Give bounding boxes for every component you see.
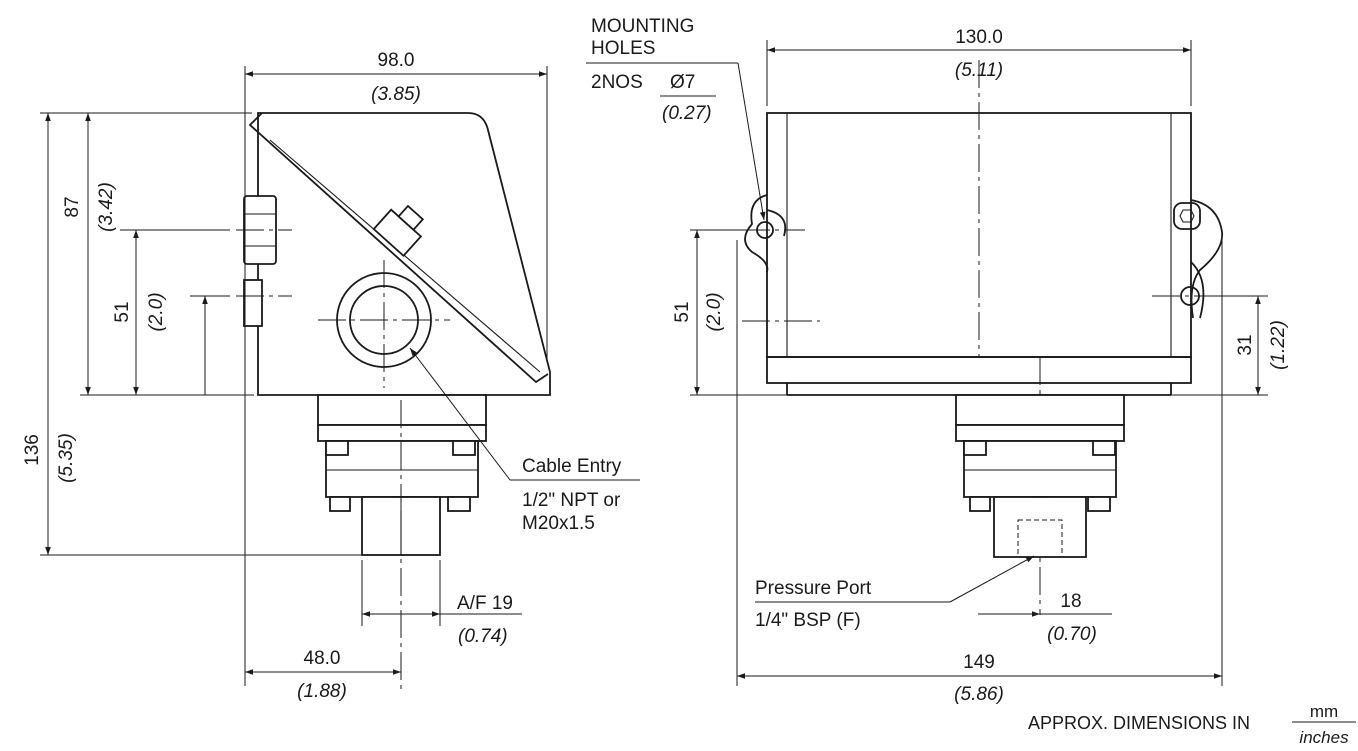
side-view: 98.0 (3.85) 136 (5.35) 87 (3.42) 51 (2.0… — [22, 50, 640, 702]
front-mount-height-mm: 51 — [672, 301, 693, 322]
front-view: MOUNTING HOLES 2NOS Ø7 (0.27) 130.0 (5.1… — [586, 16, 1289, 705]
pressure-port-title: Pressure Port — [755, 578, 872, 599]
side-mount-height-in: (2.0) — [146, 292, 167, 331]
front-width-mm: 130.0 — [955, 27, 1003, 48]
units-note-inches: inches — [1299, 728, 1349, 747]
front-left-ear — [744, 194, 787, 273]
front-hex-port — [993, 496, 1087, 558]
cable-entry-line2: M20x1.5 — [522, 513, 595, 534]
base-width-mm: 149 — [963, 652, 995, 673]
side-af-mm: A/F 19 — [457, 593, 513, 614]
side-housing — [257, 112, 551, 396]
side-flange — [317, 424, 487, 442]
mounting-holes-dia-in: (0.27) — [662, 103, 712, 124]
front-mount-height-in: (2.0) — [704, 292, 725, 331]
units-note-label: APPROX. DIMENSIONS IN — [1028, 713, 1250, 733]
mounting-holes-count: 2NOS — [591, 72, 643, 93]
units-note-mm: mm — [1310, 702, 1338, 721]
side-adapter — [317, 394, 487, 426]
side-width-in: (3.85) — [371, 84, 421, 105]
port-offset-in: (0.70) — [1047, 624, 1097, 645]
side-upper-height-in: (3.42) — [96, 182, 117, 232]
side-total-height-mm: 136 — [22, 434, 43, 466]
side-mount-height-mm: 51 — [112, 301, 133, 322]
front-width-in: (5.11) — [955, 60, 1003, 81]
right-cap-screw — [1173, 202, 1201, 230]
cable-entry-line1: 1/2" NPT or — [522, 490, 621, 511]
front-flange — [955, 424, 1125, 442]
front-diaphragm — [963, 440, 1117, 498]
side-bracket-lower — [243, 279, 263, 327]
mounting-holes-dia-mm: Ø7 — [670, 72, 695, 93]
front-right-height-mm: 31 — [1235, 334, 1256, 355]
side-cover — [248, 112, 549, 384]
side-af-in: (0.74) — [458, 626, 508, 647]
side-offset-mm: 48.0 — [304, 648, 341, 669]
side-total-height-in: (5.35) — [56, 433, 77, 483]
front-right-height-in: (1.22) — [1268, 320, 1289, 370]
front-base — [766, 356, 1192, 384]
base-width-in: (5.86) — [954, 684, 1004, 705]
mounting-holes-line2: HOLES — [591, 38, 655, 59]
side-offset-in: (1.88) — [297, 681, 347, 702]
cable-entry-title: Cable Entry — [522, 456, 622, 477]
port-offset-mm: 18 — [1060, 591, 1081, 612]
pressure-port-spec: 1/4" BSP (F) — [755, 610, 861, 631]
front-right-ear — [1190, 199, 1223, 319]
side-upper-height-mm: 87 — [62, 196, 83, 217]
units-note: APPROX. DIMENSIONS IN mm inches — [1028, 702, 1356, 747]
front-adapter — [955, 394, 1125, 426]
side-width-mm: 98.0 — [378, 50, 415, 71]
cover-screw — [372, 204, 425, 258]
mounting-holes-line1: MOUNTING — [591, 16, 694, 37]
